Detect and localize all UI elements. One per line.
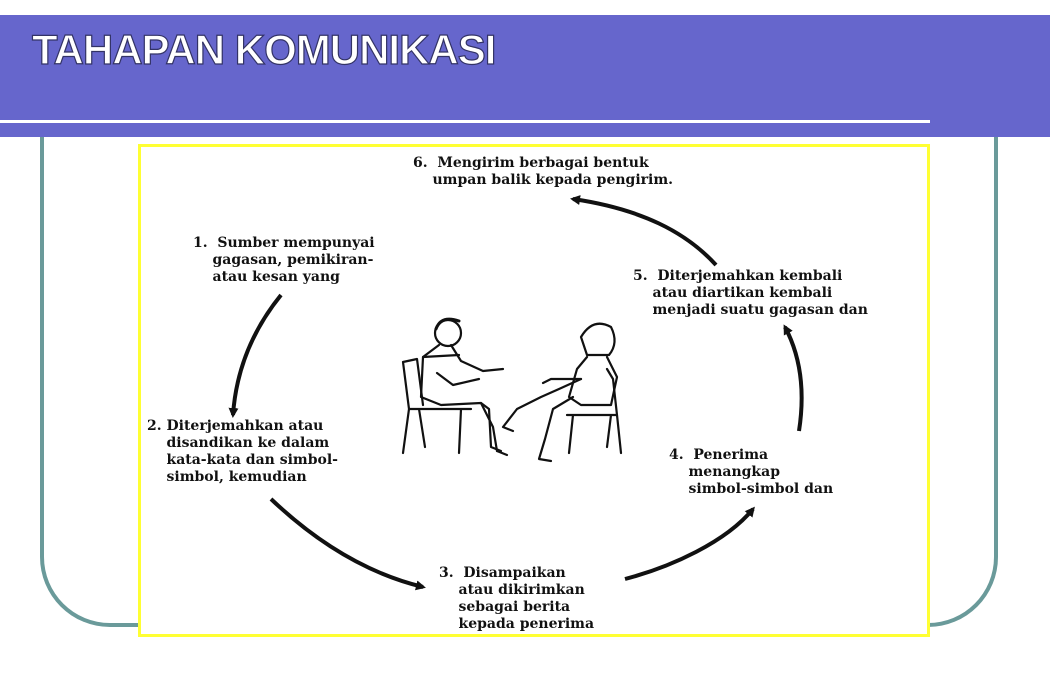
- header-divider: [0, 120, 930, 123]
- communication-diagram: 6. Mengirim berbagai bentuk umpan balik …: [138, 144, 930, 637]
- woman-figure: [503, 324, 617, 461]
- slide-title: TAHAPAN KOMUNIKASI: [32, 26, 495, 74]
- man-figure: [421, 319, 507, 455]
- two-people-illustration: [141, 147, 930, 637]
